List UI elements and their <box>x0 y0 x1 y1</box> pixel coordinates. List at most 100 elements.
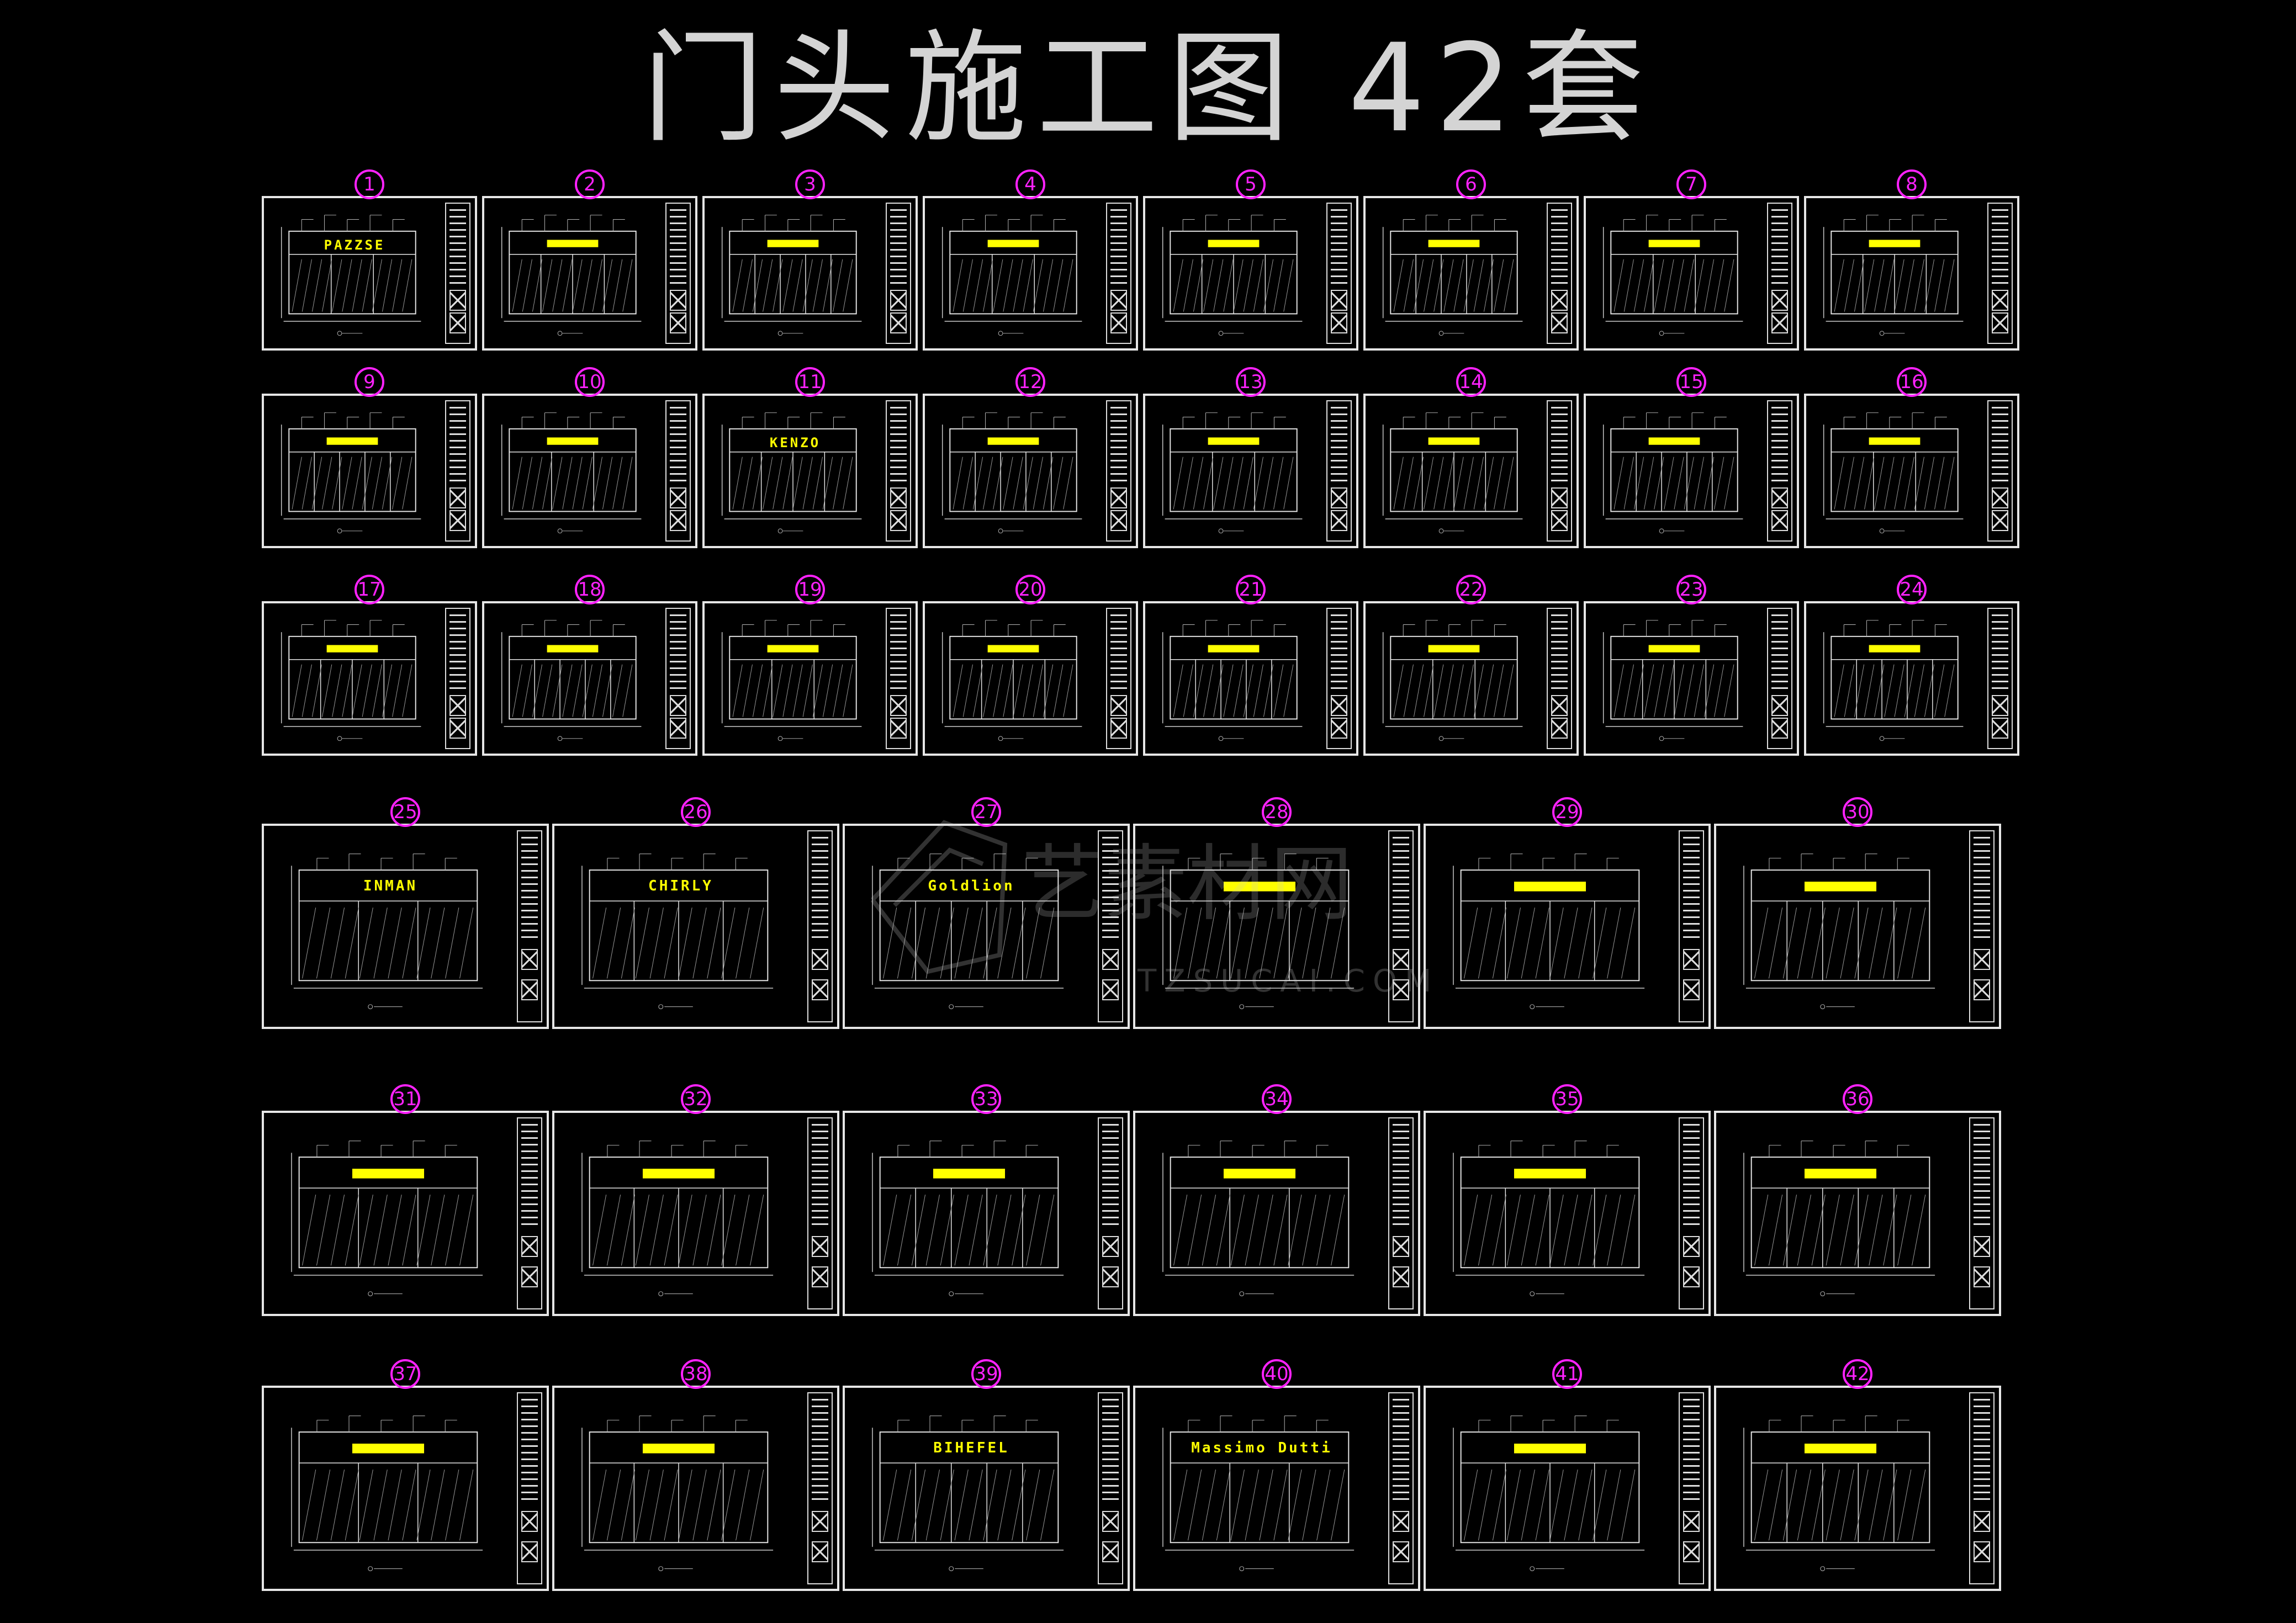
title-block <box>1767 203 1792 344</box>
drawing-sheet: 8 <box>1804 169 2019 351</box>
title-block <box>1098 1392 1123 1584</box>
drawing-sheet: 13 <box>1143 367 1358 548</box>
sheet-number: 13 <box>1236 367 1266 397</box>
storefront-sign-text: PAZZSE <box>324 237 385 253</box>
title-block <box>807 830 833 1022</box>
title-block <box>1969 830 1995 1022</box>
sheet-number: 39 <box>971 1359 1001 1389</box>
drawing-sheet: 28 <box>1133 797 1420 1029</box>
title-block <box>445 608 470 749</box>
title-block <box>1098 830 1123 1022</box>
sheet-number: 34 <box>1262 1084 1292 1114</box>
storefront-elevation-drawing <box>721 215 862 336</box>
sheet-number: 29 <box>1552 797 1582 827</box>
storefront-elevation-drawing <box>1162 853 1355 1010</box>
drawing-sheet: 23 <box>1584 575 1799 756</box>
sheet-number: 17 <box>355 575 384 604</box>
sheet-number: 35 <box>1552 1084 1582 1114</box>
sheet-number: 5 <box>1236 169 1266 199</box>
drawing-sheet: 16 <box>1804 367 2019 548</box>
title-block <box>665 400 691 542</box>
drawing-sheet: 18 <box>482 575 697 756</box>
title-block <box>1326 400 1352 542</box>
title-block <box>1969 1117 1995 1309</box>
title-block <box>1098 1117 1123 1309</box>
drawing-sheet: 2 <box>482 169 697 351</box>
title-block <box>1969 1392 1995 1584</box>
storefront-elevation-drawing <box>1602 412 1743 534</box>
title-block <box>1679 830 1704 1022</box>
storefront-sign-text: Goldlion <box>928 878 1015 895</box>
watermark-url: TZSUCAI.COM <box>1138 963 1440 999</box>
sheet-number: 18 <box>575 575 605 604</box>
title-block <box>1388 1117 1414 1309</box>
sheet-number: 23 <box>1676 575 1706 604</box>
storefront-elevation-drawing <box>501 412 642 534</box>
drawing-sheet: 41 <box>1424 1359 1711 1591</box>
drawing-sheet: 29 <box>1424 797 1711 1029</box>
drawing-sheet: 10 <box>482 367 697 548</box>
sheet-number: 4 <box>1015 169 1045 199</box>
drawing-sheet: 34 <box>1133 1084 1420 1316</box>
drawing-sheet: 21 <box>1143 575 1358 756</box>
title-block <box>517 1392 542 1584</box>
storefront-sign-text: CHIRLY <box>648 878 713 895</box>
title-block <box>886 203 911 344</box>
storefront-elevation-drawing <box>872 1141 1064 1297</box>
storefront-sign-text: KENZO <box>769 434 821 450</box>
storefront-elevation-drawing <box>1743 1141 1935 1297</box>
storefront-elevation-drawing <box>941 412 1082 534</box>
storefront-elevation-drawing <box>872 853 1064 1010</box>
title-block <box>1679 1117 1704 1309</box>
title-block <box>445 203 470 344</box>
sheet-number: 27 <box>971 797 1001 827</box>
sheet-number: 2 <box>575 169 605 199</box>
title-block <box>886 400 911 542</box>
drawing-sheet: 20 <box>923 575 1138 756</box>
drawing-sheet: 37 <box>262 1359 549 1591</box>
sheet-number: 19 <box>795 575 825 604</box>
title-block <box>1106 400 1131 542</box>
drawing-sheet: 9 <box>262 367 477 548</box>
title-block <box>1767 608 1792 749</box>
storefront-elevation-drawing <box>941 215 1082 336</box>
storefront-elevation-drawing <box>1743 1415 1935 1572</box>
sheet-number: 1 <box>355 169 384 199</box>
title-block <box>665 608 691 749</box>
storefront-sign-text: INMAN <box>363 878 418 895</box>
storefront-elevation-drawing <box>501 215 642 336</box>
title-block <box>807 1117 833 1309</box>
sheet-number: 10 <box>575 367 605 397</box>
storefront-elevation-drawing <box>281 620 421 741</box>
title-block <box>1326 203 1352 344</box>
sheet-number: 7 <box>1676 169 1706 199</box>
storefront-elevation-drawing <box>1453 1415 1645 1572</box>
sheet-number: 38 <box>681 1359 711 1389</box>
storefront-elevation-drawing <box>291 853 483 1010</box>
storefront-elevation-drawing <box>1162 620 1303 741</box>
drawing-sheet: 32 <box>552 1084 839 1316</box>
title-block <box>517 1117 542 1309</box>
sheet-number: 40 <box>1262 1359 1292 1389</box>
sheet-number: 15 <box>1676 367 1706 397</box>
title-block <box>445 400 470 542</box>
title-block <box>1106 608 1131 749</box>
sheet-number: 12 <box>1015 367 1045 397</box>
storefront-elevation-drawing <box>281 412 421 534</box>
title-block <box>1547 608 1572 749</box>
storefront-elevation-drawing <box>1743 853 1935 1010</box>
storefront-elevation-drawing <box>581 1141 774 1297</box>
title-block <box>1767 400 1792 542</box>
title-block <box>1987 400 2013 542</box>
sheet-number: 36 <box>1843 1084 1872 1114</box>
sheet-number: 6 <box>1456 169 1486 199</box>
storefront-elevation-drawing <box>1382 620 1523 741</box>
drawing-sheet: 22 <box>1363 575 1579 756</box>
storefront-elevation-drawing <box>1162 1415 1355 1572</box>
storefront-elevation-drawing <box>1602 620 1743 741</box>
storefront-elevation-drawing <box>1823 620 1964 741</box>
